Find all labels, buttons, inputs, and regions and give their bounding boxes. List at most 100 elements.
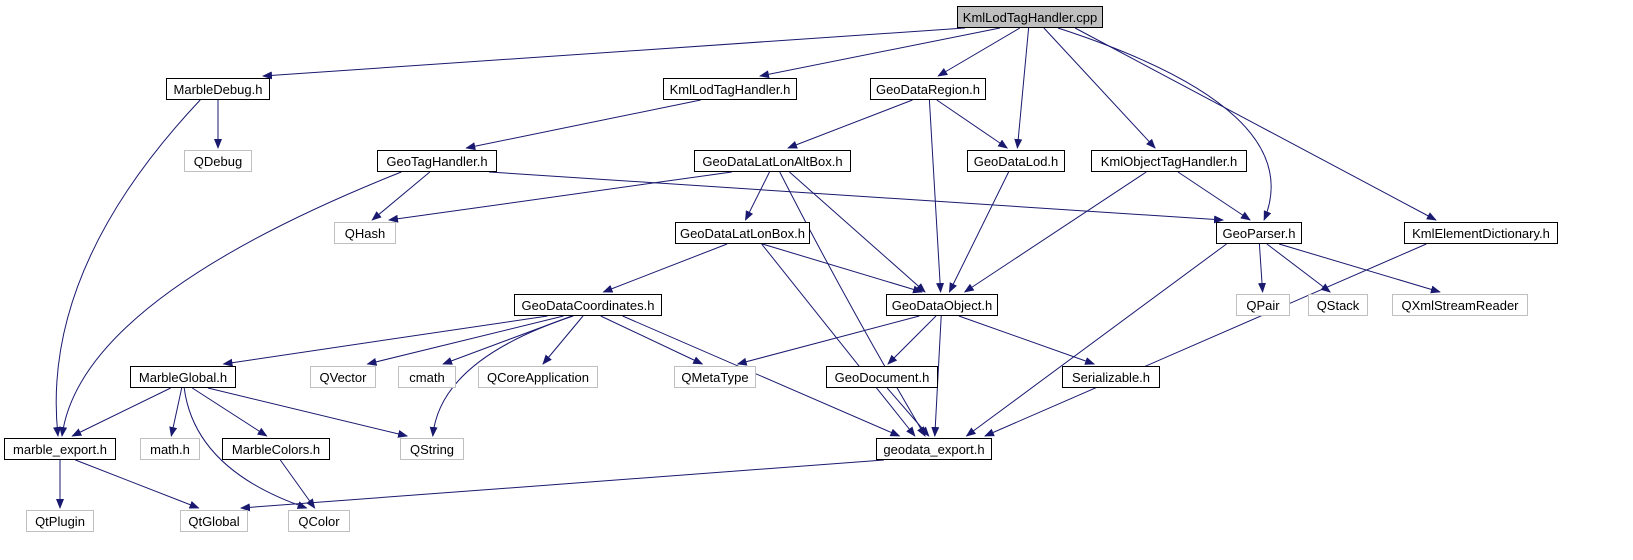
graph-node-qcoreapplication: QCoreApplication xyxy=(478,366,598,388)
edge-marbleglobal-h-to-marblecolors-h xyxy=(192,387,268,437)
graph-node-label-qstring: QString xyxy=(409,441,455,457)
edge-geodataregion-h-to-geodatalod-h xyxy=(936,99,1009,149)
graph-node-qxmlstreamreader: QXmlStreamReader xyxy=(1392,294,1528,316)
graph-node-qhash: QHash xyxy=(334,222,396,244)
graph-node-label-qstack: QStack xyxy=(1316,297,1360,313)
graph-node-label-kmlelementdictionary-h: KmlElementDictionary.h xyxy=(1412,225,1550,241)
edge-geodataobject-h-to-geodocument-h xyxy=(887,315,937,365)
graph-node-kmllodtaghandler-cpp: KmlLodTagHandler.cpp xyxy=(957,6,1103,28)
edge-geoparser-h-to-qstack xyxy=(1266,243,1331,293)
graph-node-serializable-h[interactable]: Serializable.h xyxy=(1062,366,1160,388)
graph-node-kmllodtaghandler-h[interactable]: KmlLodTagHandler.h xyxy=(663,78,797,100)
edge-geodataregion-h-to-geodataobject-h xyxy=(928,99,945,293)
graph-node-geodatalatlonbox-h[interactable]: GeoDataLatLonBox.h xyxy=(675,222,810,244)
graph-node-label-qtplugin: QtPlugin xyxy=(35,513,85,529)
graph-node-qdebug: QDebug xyxy=(184,150,252,172)
edge-kmllodtaghandler-cpp-to-kmllodtaghandler-h xyxy=(759,27,1001,79)
edge-marbleglobal-h-to-qstring xyxy=(207,387,409,438)
graph-node-kmlelementdictionary-h[interactable]: KmlElementDictionary.h xyxy=(1404,222,1558,244)
edge-geodatacoordinates-h-to-qstring xyxy=(429,315,574,437)
edge-geodataobject-h-to-serializable-h xyxy=(958,315,1096,365)
edge-geotaghandler-h-to-geoparser-h xyxy=(488,171,1224,224)
graph-node-label-qxmlstreamreader: QXmlStreamReader xyxy=(1401,297,1519,313)
graph-node-qtglobal: QtGlobal xyxy=(180,510,248,532)
graph-node-geodatacoordinates-h[interactable]: GeoDataCoordinates.h xyxy=(514,294,662,316)
edge-geoparser-h-to-qxmlstreamreader xyxy=(1278,243,1441,294)
edge-geodatalatlonbox-h-to-geodatacoordinates-h xyxy=(602,243,728,293)
graph-node-cmath: cmath xyxy=(398,366,456,388)
graph-node-qpair: QPair xyxy=(1236,294,1290,316)
graph-node-qstack: QStack xyxy=(1308,294,1368,316)
graph-node-geodatalatlonaltbox-h[interactable]: GeoDataLatLonAltBox.h xyxy=(694,150,851,172)
graph-node-label-qtglobal: QtGlobal xyxy=(188,513,240,529)
edge-geodata-export-h-to-qtglobal xyxy=(240,459,885,512)
edge-geotaghandler-h-to-marble-export-h xyxy=(59,171,402,437)
edge-kmlobjecttaghandler-h-to-geoparser-h xyxy=(1177,171,1251,221)
graph-node-label-geodatalatlonbox-h: GeoDataLatLonBox.h xyxy=(679,225,806,241)
graph-node-label-serializable-h: Serializable.h xyxy=(1071,369,1151,385)
graph-node-label-qcolor: QColor xyxy=(298,513,340,529)
graph-node-qtplugin: QtPlugin xyxy=(26,510,94,532)
graph-node-label-marblecolors-h: MarbleColors.h xyxy=(231,441,321,457)
graph-node-geodata-export-h[interactable]: geodata_export.h xyxy=(876,438,992,460)
edge-marbleglobal-h-to-math-h xyxy=(169,387,183,437)
edge-kmlelementdictionary-h-to-geodata-export-h xyxy=(984,243,1427,437)
graph-node-qcolor: QColor xyxy=(288,510,350,532)
graph-node-geodocument-h[interactable]: GeoDocument.h xyxy=(826,366,938,388)
graph-node-label-geoparser-h: GeoParser.h xyxy=(1222,225,1296,241)
graph-node-label-geodatacoordinates-h: GeoDataCoordinates.h xyxy=(521,297,655,313)
edge-geodatacoordinates-h-to-qmetatype xyxy=(600,315,704,365)
edge-geotaghandler-h-to-qhash xyxy=(371,171,431,221)
edge-geoparser-h-to-geodata-export-h xyxy=(965,243,1227,437)
edge-geodatalatlonaltbox-h-to-qhash xyxy=(388,171,732,223)
graph-node-label-marble-export-h: marble_export.h xyxy=(13,441,107,457)
graph-node-geodataobject-h[interactable]: GeoDataObject.h xyxy=(886,294,998,316)
graph-node-marblecolors-h[interactable]: MarbleColors.h xyxy=(222,438,330,460)
edge-marbledebug-h-to-marble-export-h xyxy=(53,99,201,437)
graph-node-label-qhash: QHash xyxy=(344,225,386,241)
graph-node-label-geodatalod-h: GeoDataLod.h xyxy=(973,153,1059,169)
edge-geodatacoordinates-h-to-qcoreapplication xyxy=(542,315,584,365)
graph-node-marble-export-h[interactable]: marble_export.h xyxy=(4,438,116,460)
graph-node-qvector: QVector xyxy=(310,366,376,388)
edge-geodatalod-h-to-geodataobject-h xyxy=(948,171,1010,293)
graph-node-marbleglobal-h[interactable]: MarbleGlobal.h xyxy=(130,366,236,388)
graph-node-label-qmetatype: QMetaType xyxy=(681,369,749,385)
graph-node-marbledebug-h[interactable]: MarbleDebug.h xyxy=(166,78,270,100)
edge-kmllodtaghandler-cpp-to-kmlelementdictionary-h xyxy=(1074,27,1437,221)
graph-node-geodataregion-h[interactable]: GeoDataRegion.h xyxy=(870,78,986,100)
edge-geodatacoordinates-h-to-geodata-export-h xyxy=(622,315,901,437)
edge-kmllodtaghandler-cpp-to-geodatalod-h xyxy=(1014,27,1030,149)
edge-kmllodtaghandler-cpp-to-geodataregion-h xyxy=(937,27,1021,77)
edge-marbleglobal-h-to-qcolor xyxy=(183,387,308,509)
edge-geodatalatlonbox-h-to-geodataobject-h xyxy=(762,243,924,294)
edge-kmllodtaghandler-cpp-to-geoparser-h xyxy=(1057,27,1272,221)
graph-node-label-kmlobjecttaghandler-h: KmlObjectTagHandler.h xyxy=(1100,153,1238,169)
edge-geodatalatlonaltbox-h-to-geodatalatlonbox-h xyxy=(745,171,770,221)
graph-node-label-geodocument-h: GeoDocument.h xyxy=(834,369,930,385)
graph-node-label-math-h: math.h xyxy=(150,441,190,457)
graph-node-label-geodatalatlonaltbox-h: GeoDataLatLonAltBox.h xyxy=(702,153,843,169)
edge-kmlobjecttaghandler-h-to-geodataobject-h xyxy=(963,171,1147,293)
graph-node-label-geodataobject-h: GeoDataObject.h xyxy=(891,297,993,313)
graph-node-geoparser-h[interactable]: GeoParser.h xyxy=(1216,222,1302,244)
graph-node-label-qvector: QVector xyxy=(319,369,367,385)
graph-node-label-geodata-export-h: geodata_export.h xyxy=(883,441,985,457)
edge-geodatalatlonaltbox-h-to-geodata-export-h xyxy=(779,171,926,437)
graph-node-geodatalod-h[interactable]: GeoDataLod.h xyxy=(967,150,1065,172)
edge-marble-export-h-to-qtglobal xyxy=(75,459,200,509)
edge-geodocument-h-to-geodata-export-h xyxy=(886,387,930,437)
edge-geodatacoordinates-h-to-marbleglobal-h xyxy=(222,315,548,367)
edge-kmllodtaghandler-h-to-geotaghandler-h xyxy=(465,99,701,151)
graph-node-label-kmllodtaghandler-h: KmlLodTagHandler.h xyxy=(669,81,791,97)
graph-node-label-qpair: QPair xyxy=(1246,297,1280,313)
edge-marbleglobal-h-to-marble-export-h xyxy=(71,387,171,437)
edge-geodatalatlonaltbox-h-to-geodataobject-h xyxy=(789,171,926,293)
edge-kmllodtaghandler-cpp-to-marbledebug-h xyxy=(262,27,966,80)
edge-geodataregion-h-to-geodatalatlonaltbox-h xyxy=(787,99,913,149)
graph-node-geotaghandler-h[interactable]: GeoTagHandler.h xyxy=(377,150,497,172)
graph-node-label-geotaghandler-h: GeoTagHandler.h xyxy=(386,153,488,169)
graph-node-math-h: math.h xyxy=(140,438,200,460)
graph-node-kmlobjecttaghandler-h[interactable]: KmlObjectTagHandler.h xyxy=(1091,150,1247,172)
